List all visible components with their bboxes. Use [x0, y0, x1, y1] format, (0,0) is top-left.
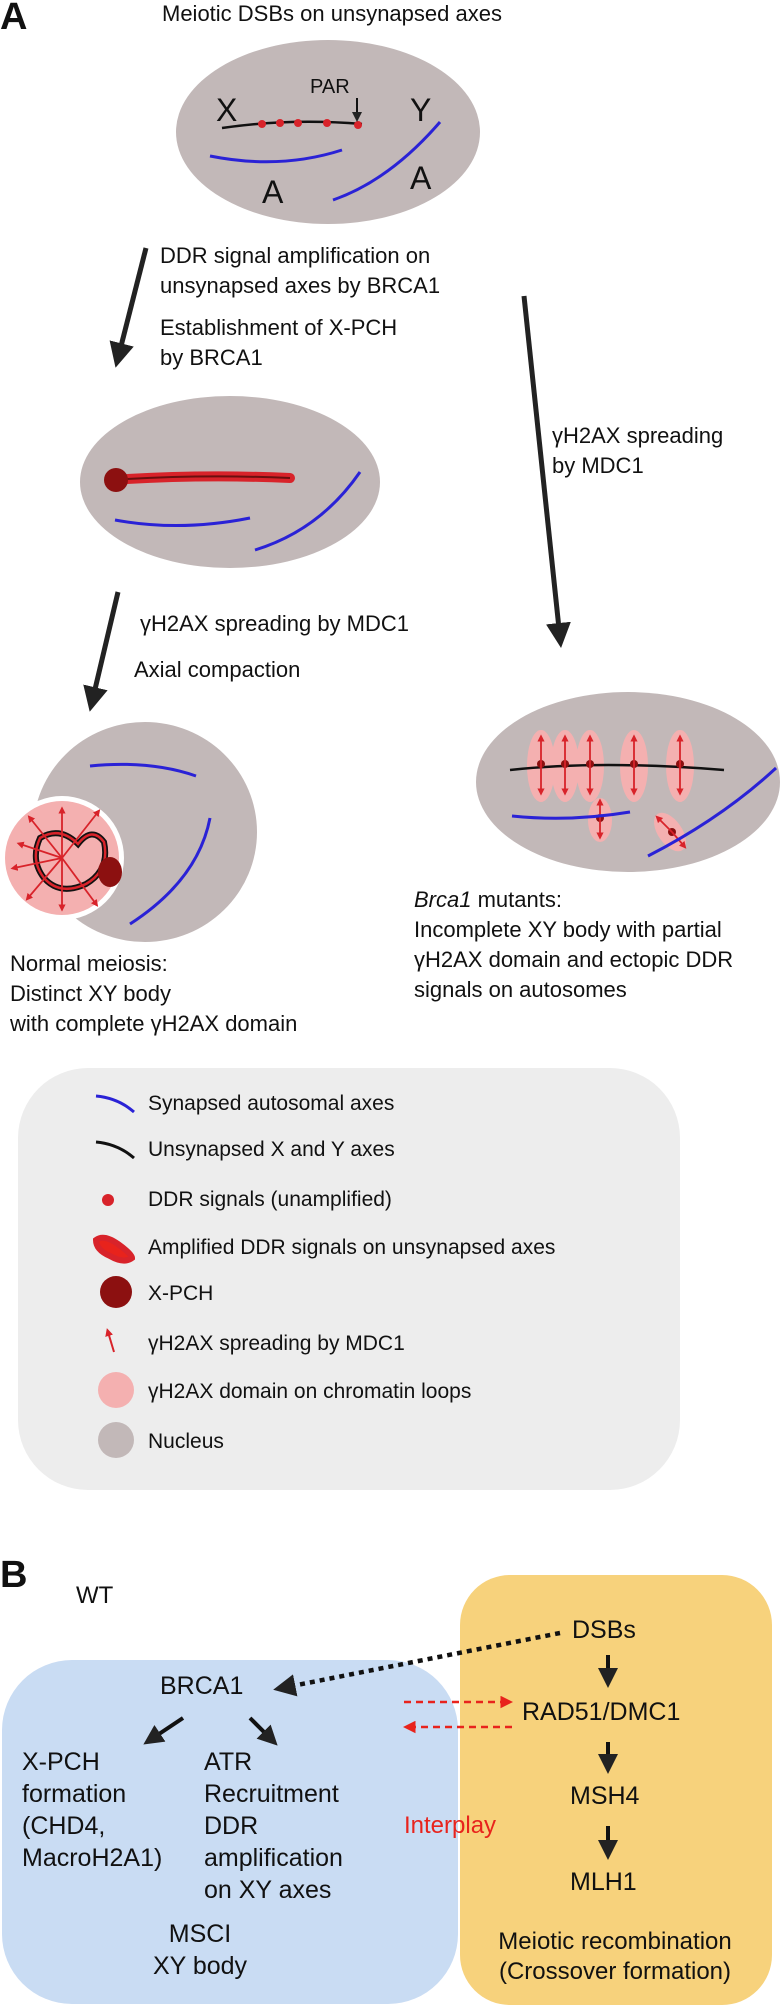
- y-chromosome-label: Y: [410, 92, 432, 128]
- synapsed-axis-left: [209, 148, 343, 164]
- mutant-suffix: mutants:: [471, 887, 562, 912]
- normal-line2: Distinct XY body: [10, 981, 172, 1006]
- step3-label: γH2AX spreading by MDC1: [140, 611, 410, 636]
- dsbs-to-brca1-arrow: [273, 1630, 561, 1697]
- step2-line2: by BRCA1: [160, 345, 263, 370]
- interplay-label: Interplay: [404, 1812, 497, 1839]
- brca1-box: [2, 1660, 458, 2004]
- step4-label: Axial compaction: [134, 657, 301, 682]
- xpch-line3: (CHD4,: [22, 1812, 106, 1840]
- xy-axis-unsynapsed: [221, 120, 363, 130]
- legend-label-xpch: X-PCH: [148, 1282, 214, 1305]
- brca1-to-xpch-arrow: [143, 1716, 185, 1745]
- mutant-line1: Brca1 mutants:: [414, 886, 562, 915]
- legend-box: [18, 1068, 680, 1490]
- x-chromosome-label: X: [216, 92, 238, 128]
- msci-label: MSCI: [168, 1920, 232, 1948]
- synapsed-axis-right: [332, 121, 442, 202]
- atr-line4: amplification: [204, 1844, 343, 1872]
- brca1-to-atr-arrow: [248, 1716, 278, 1746]
- xy-body-label: XY body: [152, 1952, 248, 1980]
- nucleus-top: [176, 40, 480, 224]
- par-label: PAR: [310, 76, 350, 98]
- red-arrow-icon: [105, 1328, 115, 1353]
- mutant-line4: signals on autosomes: [414, 977, 627, 1002]
- atr-line2: Recruitment: [204, 1780, 339, 1808]
- legend-label-unsynapsed: Unsynapsed X and Y axes: [148, 1138, 395, 1161]
- nucleus-normal: [0, 722, 257, 942]
- recombination-box: [460, 1575, 772, 2005]
- x-pch-blob: [104, 468, 128, 492]
- xpch-line1: X-PCH: [22, 1748, 100, 1776]
- normal-line1: Normal meiosis:: [10, 951, 168, 976]
- flow-arrows: [83, 247, 571, 712]
- black-line-icon: [95, 1140, 135, 1160]
- right-step-line2: by MDC1: [552, 453, 644, 478]
- xpch-line4: MacroH2A1): [22, 1844, 163, 1872]
- mutant-line3: γH2AX domain and ectopic DDR: [414, 947, 734, 972]
- recomb-line2: (Crossover formation): [498, 1958, 732, 1985]
- brca1-label: BRCA1: [160, 1672, 244, 1700]
- dark-red-circle-icon: [100, 1276, 132, 1308]
- nucleus-middle: [80, 396, 380, 568]
- recomb-line1: Meiotic recombination: [498, 1928, 732, 1955]
- pink-circle-icon: [98, 1372, 134, 1408]
- legend-label-domain: γH2AX domain on chromatin loops: [148, 1380, 472, 1403]
- atr-line1: ATR: [204, 1748, 253, 1776]
- xpch-line2: formation: [22, 1780, 127, 1808]
- dsbs-label: DSBs: [572, 1616, 636, 1644]
- step2-line1: Establishment of X-PCH: [160, 315, 398, 340]
- rad51-dmc1-label: RAD51/DMC1: [522, 1698, 681, 1726]
- mlh1-label: MLH1: [570, 1868, 637, 1896]
- blue-line-icon: [95, 1094, 135, 1114]
- spreading-arrows: [10, 806, 101, 912]
- brca1-gene-name: Brca1: [414, 887, 472, 912]
- red-blob-icon: [92, 1234, 136, 1264]
- legend-label-ddr: DDR signals (unamplified): [148, 1188, 392, 1211]
- autosome-label-left: A: [262, 174, 284, 210]
- legend-label-spreading: γH2AX spreading by MDC1: [148, 1332, 405, 1355]
- atr-line3: DDR: [204, 1812, 259, 1840]
- atr-line5: on XY axes: [204, 1876, 332, 1904]
- panel-a-title: Meiotic DSBs on unsynapsed axes: [162, 1, 502, 26]
- legend-label-nucleus: Nucleus: [148, 1430, 224, 1453]
- legend-label-synapsed: Synapsed autosomal axes: [148, 1092, 395, 1115]
- msh4-label: MSH4: [570, 1782, 640, 1810]
- step1-line1: DDR signal amplification on: [160, 243, 431, 268]
- wt-label: WT: [76, 1582, 114, 1609]
- ddr-signal-dots: [258, 119, 362, 129]
- panel-a-letter: A: [0, 0, 28, 38]
- autosome-label-right: A: [410, 160, 432, 196]
- step1-line2: unsynapsed axes by BRCA1: [160, 273, 441, 298]
- nucleus-brca1-mutant: [476, 692, 780, 872]
- mutant-line2: Incomplete XY body with partial: [414, 917, 722, 942]
- red-dot-icon: [102, 1194, 114, 1206]
- normal-line3: with complete γH2AX domain: [10, 1011, 298, 1036]
- right-step-line1: γH2AX spreading: [552, 423, 724, 448]
- panel-b-letter: B: [0, 1554, 28, 1596]
- grey-circle-icon: [98, 1422, 134, 1458]
- legend-label-amplified: Amplified DDR signals on unsynapsed axes: [148, 1236, 556, 1259]
